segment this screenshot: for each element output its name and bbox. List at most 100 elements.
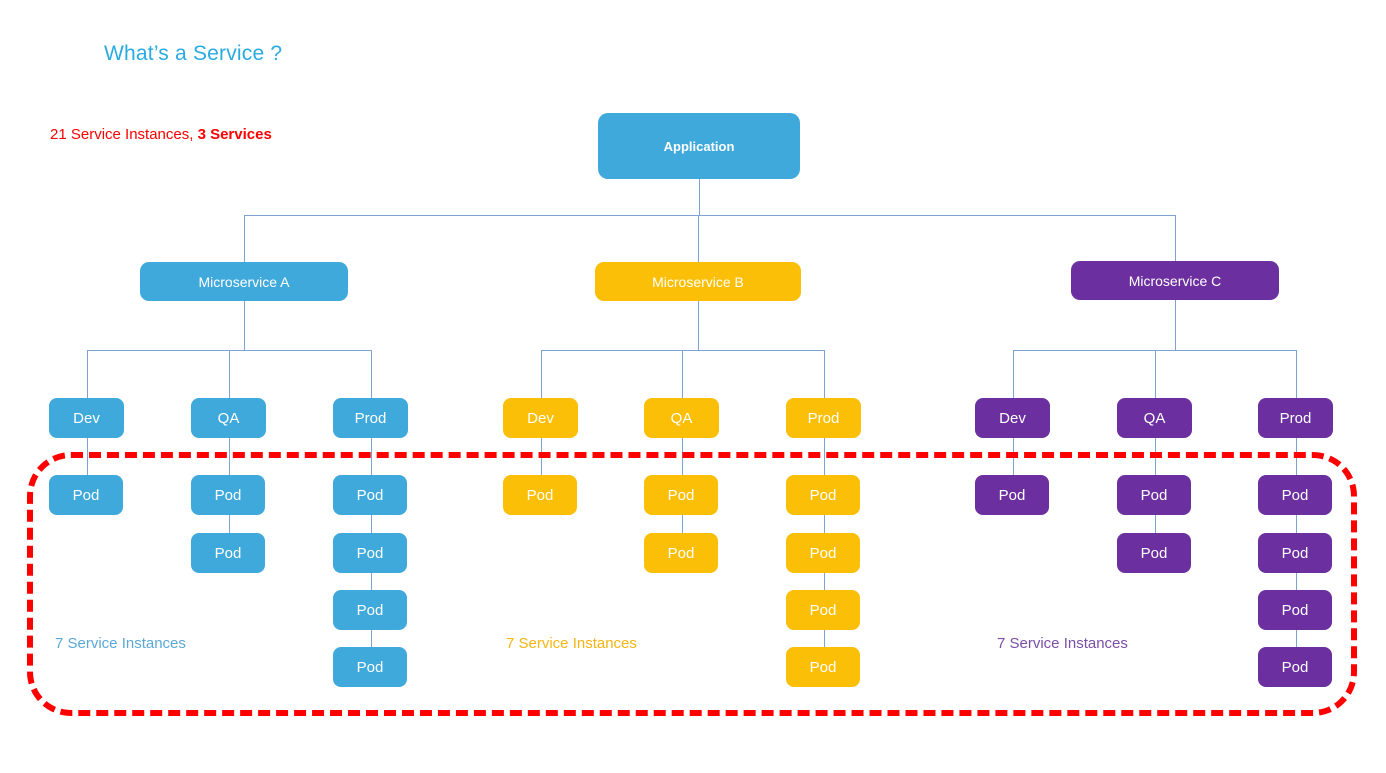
connector-vertical [1295, 515, 1297, 533]
pod-node[interactable]: Pod [191, 533, 265, 573]
pod-node-label: Pod [1281, 601, 1309, 619]
environment-node-dev[interactable]: Dev [49, 398, 124, 438]
microservice-node-c[interactable]: Microservice C [1071, 261, 1279, 300]
pod-node[interactable]: Pod [1258, 590, 1332, 630]
microservice-node-c-label: Microservice C [1128, 272, 1222, 289]
connector-horizontal [244, 215, 1175, 216]
environment-node-qa[interactable]: QA [191, 398, 266, 438]
pod-node[interactable]: Pod [1258, 475, 1332, 515]
connector-vertical [1012, 350, 1014, 398]
pod-node-label: Pod [1140, 544, 1168, 562]
pod-node[interactable]: Pod [975, 475, 1049, 515]
connector-vertical [540, 350, 542, 398]
pod-node-label: Pod [214, 486, 242, 504]
connector-vertical [699, 179, 700, 215]
connector-vertical [1012, 438, 1014, 475]
connector-vertical [1154, 438, 1156, 475]
connector-vertical [370, 515, 372, 533]
pod-node-label: Pod [356, 486, 384, 504]
connector-vertical [1295, 438, 1297, 475]
connector-vertical [370, 573, 372, 590]
connector-vertical [228, 350, 230, 398]
pod-node[interactable]: Pod [333, 590, 407, 630]
connector-vertical [823, 573, 825, 590]
environment-node-qa-label: QA [670, 409, 693, 427]
pod-node[interactable]: Pod [786, 590, 860, 630]
microservice-node-a-label: Microservice A [198, 273, 290, 290]
environment-node-dev[interactable]: Dev [503, 398, 578, 438]
microservice-node-b[interactable]: Microservice B [595, 262, 801, 301]
connector-vertical [823, 630, 825, 647]
pod-node-label: Pod [1281, 486, 1309, 504]
pod-node-label: Pod [998, 486, 1026, 504]
pod-node[interactable]: Pod [786, 475, 860, 515]
environment-node-prod[interactable]: Prod [786, 398, 861, 438]
application-node[interactable]: Application [598, 113, 800, 179]
connector-vertical [681, 350, 683, 398]
connector-vertical [698, 301, 699, 350]
connector-vertical [1295, 630, 1297, 647]
pod-node-label: Pod [356, 601, 384, 619]
pod-node[interactable]: Pod [644, 533, 718, 573]
microservice-node-b-label: Microservice B [652, 273, 744, 290]
pod-node[interactable]: Pod [333, 475, 407, 515]
connector-vertical [823, 350, 825, 398]
environment-node-prod[interactable]: Prod [1258, 398, 1333, 438]
pod-node[interactable]: Pod [1117, 475, 1191, 515]
connector-vertical [681, 515, 683, 533]
connector-vertical [370, 438, 372, 475]
pod-node-label: Pod [526, 486, 554, 504]
pod-node[interactable]: Pod [1117, 533, 1191, 573]
pod-node-label: Pod [356, 544, 384, 562]
environment-node-qa[interactable]: QA [1117, 398, 1192, 438]
pod-node-label: Pod [1281, 658, 1309, 676]
summary-caption: 21 Service Instances, 3 Services [50, 126, 272, 143]
pod-node[interactable]: Pod [191, 475, 265, 515]
instances-label-microservice-b: 7 Service Instances [506, 635, 637, 652]
page-title: What’s a Service ? [104, 42, 283, 65]
pod-node-label: Pod [809, 544, 837, 562]
environment-node-prod-label: Prod [807, 409, 840, 427]
summary-prefix: 21 Service Instances, [50, 126, 198, 143]
connector-vertical [228, 515, 230, 533]
connector-vertical [823, 515, 825, 533]
pod-node[interactable]: Pod [503, 475, 577, 515]
connector-vertical [681, 438, 683, 475]
connector-vertical [228, 438, 230, 475]
connector-horizontal [1012, 350, 1296, 351]
environment-node-dev-label: Dev [999, 409, 1026, 427]
connector-vertical [86, 350, 88, 398]
pod-node[interactable]: Pod [49, 475, 123, 515]
connector-vertical [698, 215, 699, 262]
instances-label-microservice-c: 7 Service Instances [997, 635, 1128, 652]
summary-emphasis: 3 Services [197, 126, 272, 143]
connector-vertical [1154, 350, 1156, 398]
microservice-node-a[interactable]: Microservice A [140, 262, 348, 301]
environment-node-qa-label: QA [217, 409, 240, 427]
connector-vertical [1295, 350, 1297, 398]
pod-node[interactable]: Pod [786, 533, 860, 573]
connector-vertical [370, 630, 372, 647]
pod-node[interactable]: Pod [644, 475, 718, 515]
pod-node[interactable]: Pod [333, 647, 407, 687]
environment-node-dev-label: Dev [527, 409, 554, 427]
pod-node[interactable]: Pod [786, 647, 860, 687]
pod-node[interactable]: Pod [1258, 533, 1332, 573]
connector-vertical [1175, 215, 1176, 261]
environment-node-dev[interactable]: Dev [975, 398, 1050, 438]
pod-node[interactable]: Pod [333, 533, 407, 573]
pod-node-label: Pod [72, 486, 100, 504]
environment-node-qa-label: QA [1143, 409, 1166, 427]
environment-node-prod[interactable]: Prod [333, 398, 408, 438]
environment-node-qa[interactable]: QA [644, 398, 719, 438]
pod-node-label: Pod [356, 658, 384, 676]
pod-node-label: Pod [1140, 486, 1168, 504]
connector-vertical [86, 438, 88, 475]
pod-node-label: Pod [214, 544, 242, 562]
pod-node-label: Pod [667, 544, 695, 562]
pod-node-label: Pod [667, 486, 695, 504]
connector-vertical [244, 215, 245, 262]
pod-node[interactable]: Pod [1258, 647, 1332, 687]
connector-vertical [823, 438, 825, 475]
